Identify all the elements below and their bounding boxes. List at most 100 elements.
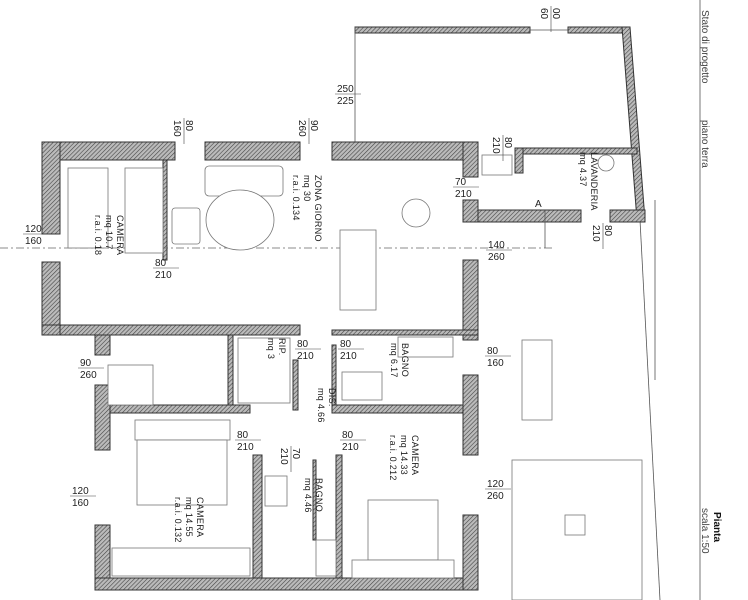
svg-text:CAMERA: CAMERA — [115, 215, 125, 255]
room-bagno-e: BAGNO mq 6.17 — [389, 343, 410, 378]
stair-lower — [107, 364, 154, 406]
wardrobe-sw — [111, 547, 251, 577]
laundry-sink — [481, 154, 513, 176]
opening-width: 140 — [488, 240, 505, 251]
bed-headboard — [134, 419, 231, 441]
opening-height: 260 — [80, 370, 97, 381]
outdoor-table — [564, 514, 586, 536]
opening-height: 210 — [155, 270, 172, 281]
opening-width: 90 — [308, 120, 319, 132]
svg-text:mq 4.46: mq 4.46 — [303, 478, 313, 513]
svg-text:mq 30: mq 30 — [302, 175, 312, 202]
shower-e — [341, 371, 383, 401]
opening-height: 160 — [25, 236, 42, 247]
room-camera-nw: CAMERA mq 10.7 r.a.i. 0.18 — [93, 215, 125, 255]
opening-width: 80 — [342, 430, 354, 441]
opening-height: 260 — [296, 120, 307, 137]
room-ripostiglio: RIP. mq 3 — [266, 338, 287, 359]
opening-width: 80 — [602, 225, 613, 237]
svg-text:CAMERA: CAMERA — [195, 497, 205, 537]
opening-width: 80 — [237, 430, 249, 441]
double-bed-w — [136, 439, 228, 506]
exterior-walls — [41, 141, 646, 591]
svg-text:BAGNO: BAGNO — [314, 478, 324, 512]
bath-sink-e — [397, 336, 454, 358]
opening-height: 60 — [538, 8, 549, 20]
bed-headboard-e — [351, 559, 455, 579]
svg-text:mq 14.33: mq 14.33 — [399, 435, 409, 475]
opening-height: 260 — [487, 491, 504, 502]
opening-width: 80 — [155, 258, 167, 269]
double-bed-e — [367, 499, 439, 561]
svg-text:mq 6.17: mq 6.17 — [389, 343, 399, 378]
opening-width: 70 — [455, 177, 467, 188]
opening-height: 210 — [278, 448, 289, 465]
interior-walls — [59, 159, 479, 579]
opening-height: 160 — [171, 120, 182, 137]
room-lavanderia: LAVANDERIA mq 4.37 — [578, 152, 599, 211]
opening-height: 210 — [490, 137, 501, 154]
sheet-floor: piano terra — [699, 120, 710, 168]
svg-text:r.a.i. 0.18: r.a.i. 0.18 — [93, 215, 103, 255]
upper-area-outline — [354, 26, 661, 600]
room-camera-sw: CAMERA mq 14.55 r.a.i. 0.132 — [173, 497, 205, 543]
furniture — [67, 154, 643, 600]
svg-text:r.a.i. 0.132: r.a.i. 0.132 — [173, 497, 183, 543]
washing-machine — [597, 154, 615, 172]
svg-text:LAVANDERIA: LAVANDERIA — [589, 152, 599, 211]
opening-height: 210 — [590, 225, 601, 242]
opening-height: 160 — [487, 358, 504, 369]
opening-width: 120 — [25, 224, 42, 235]
opening-width: 120 — [72, 486, 89, 497]
opening-height: 260 — [488, 252, 505, 263]
room-bagno-s: BAGNO mq 4.46 — [303, 478, 324, 513]
svg-text:ZONA GIORNO: ZONA GIORNO — [313, 175, 323, 242]
svg-text:mq 4.37: mq 4.37 — [578, 152, 588, 187]
opening-width: 120 — [487, 479, 504, 490]
armchair — [171, 207, 201, 245]
svg-text:r.a.i. 0.134: r.a.i. 0.134 — [291, 175, 301, 221]
opening-width: 80 — [340, 339, 352, 350]
bath-sink-s — [264, 475, 288, 507]
dining-table — [521, 339, 553, 421]
opening-width: 00 — [550, 8, 561, 20]
round-table — [401, 198, 431, 228]
svg-text:CAMERA: CAMERA — [410, 435, 420, 475]
svg-text:RIP.: RIP. — [277, 338, 287, 356]
stair-upper — [237, 337, 291, 404]
drawing-name: Pianta — [711, 512, 722, 542]
opening-width: 80 — [183, 120, 194, 132]
sheet-status: Stato di progetto — [699, 10, 710, 84]
drawing-scale: scala 1:50 — [699, 508, 710, 554]
room-camera-se: CAMERA mq 14.33 r.a.i. 0.212 — [388, 435, 420, 481]
opening-height: 225 — [337, 96, 354, 107]
rug — [205, 189, 275, 251]
opening-height: 210 — [342, 442, 359, 453]
title-block-bottom: Pianta scala 1:50 — [699, 508, 722, 554]
kitchen-counter — [339, 229, 377, 311]
svg-text:mq 3: mq 3 — [266, 338, 276, 359]
single-bed — [124, 167, 164, 254]
opening-width: 250 — [337, 84, 354, 95]
opening-height: 210 — [297, 351, 314, 362]
opening-height: 210 — [455, 189, 472, 200]
